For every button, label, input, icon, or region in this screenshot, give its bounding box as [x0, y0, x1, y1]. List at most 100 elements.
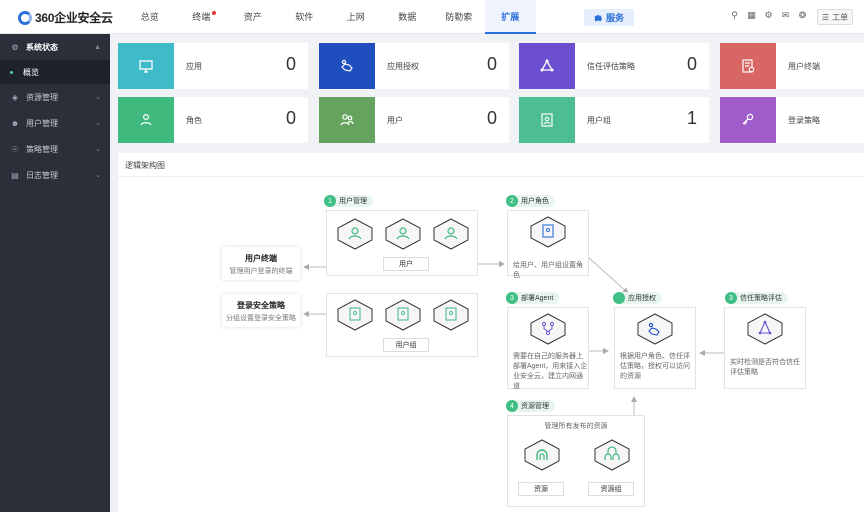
role-card-icon [530, 216, 566, 248]
active-dot [10, 70, 13, 74]
app-auth-desc: 根据用户角色、信任评估策略，授权可以访问的资源 [620, 353, 690, 380]
nav-terminal-label: 终端 [192, 12, 211, 22]
mail-icon[interactable]: ✉ [781, 10, 790, 20]
step-badge-user-management: 1 用户管理 [324, 195, 373, 207]
resource-group-icon[interactable] [592, 438, 632, 472]
card-users[interactable]: 用户 0 [319, 97, 509, 143]
step-number [613, 292, 625, 304]
top-bar: 360企业安全云 总览 终端 资产 软件 上网 数据 防勒索 扩展 服务 ⚲ ▦… [0, 0, 864, 34]
step-badge-resource: 4 资源管理 [506, 400, 555, 412]
step-number: 3 [725, 292, 737, 304]
resource-group-chip[interactable]: 资源组 [588, 482, 634, 496]
logo[interactable]: 360企业安全云 [18, 9, 113, 26]
card-user-terminals[interactable]: 用户终端 [720, 43, 864, 89]
app-auth-box[interactable]: 根据用户角色、信任评估策略，授权可以访问的资源 [614, 307, 696, 389]
ticket-button[interactable]: ☰ 工单 [817, 9, 853, 25]
nav-software[interactable]: 软件 [295, 12, 314, 22]
nav-assets[interactable]: 资产 [243, 12, 262, 22]
user-hex-group: 用户 [326, 210, 478, 276]
terminal-title: 用户终端 [245, 254, 277, 263]
user-role-desc: 给用户、用户组设置角色 [513, 262, 583, 279]
step-label: 部署Agent [521, 295, 554, 302]
card-login-policy[interactable]: 登录策略 [720, 97, 864, 143]
nav-data[interactable]: 数据 [398, 12, 417, 22]
terminal-box[interactable]: 用户终端 管理用户登录的终端 [222, 247, 300, 280]
ticket-icon: ☰ [821, 12, 830, 22]
login-policy-title: 登录安全策略 [237, 301, 285, 310]
card-roles[interactable]: 角色 0 [118, 97, 308, 143]
step-number: 2 [506, 195, 518, 207]
sidebar-item-policies[interactable]: ☉ 策略管理 ⌄ [0, 136, 110, 162]
hand-key-icon [319, 43, 375, 89]
sidebar-item-label: 日志管理 [26, 170, 58, 180]
sidebar-subitem-overview[interactable]: 概览 [0, 60, 110, 84]
card-app-auth[interactable]: 应用授权 0 [319, 43, 509, 89]
terminal-doc-icon [720, 43, 776, 89]
chevron-down-icon: ⌄ [95, 146, 101, 153]
card-trust-policy[interactable]: 信任评估策略 0 [519, 43, 709, 89]
triangle-nodes-icon [747, 313, 783, 345]
card-value: 0 [285, 108, 296, 128]
step-badge-trust: 3 信任策略评估 [725, 292, 788, 304]
grid-icon[interactable]: ▦ [747, 10, 756, 20]
user-icon[interactable] [335, 217, 375, 251]
step-label: 资源管理 [521, 403, 549, 410]
agent-desc: 需要在自己的服务器上部署Agent，用来接入企业安全云，建立内网通道 [513, 353, 588, 390]
card-user-groups[interactable]: 用户组 1 [519, 97, 709, 143]
trust-box[interactable]: 实时检测是否符合信任评估策略 [724, 307, 806, 389]
sidebar-item-resources[interactable]: ◈ 资源管理 ⌄ [0, 84, 110, 110]
users-icon [319, 97, 375, 143]
step-label: 应用授权 [628, 295, 656, 302]
step-number: 1 [324, 195, 336, 207]
nav-extensions[interactable]: 扩展 [484, 0, 536, 34]
service-button[interactable]: 服务 [584, 9, 634, 26]
card-value: 0 [486, 54, 497, 74]
search-icon[interactable]: ⚲ [731, 10, 738, 20]
card-apps[interactable]: 应用 0 [118, 43, 308, 89]
sidebar-item-system-status[interactable]: ⚙ 系统状态 ▲ [0, 34, 110, 60]
nav-overview[interactable]: 总览 [140, 12, 159, 22]
card-label: 用户组 [587, 116, 611, 125]
gear-icon: ⚙ [11, 42, 19, 52]
role-icon [118, 97, 174, 143]
nav-ransomware[interactable]: 防勒索 [445, 12, 473, 22]
nav-terminal[interactable]: 终端 [176, 0, 228, 34]
sidebar-item-label: 用户管理 [26, 118, 58, 128]
login-policy-subtitle: 分组设置登录安全策略 [226, 315, 296, 322]
resource-icon[interactable] [522, 438, 562, 472]
gear-icon[interactable]: ❂ [798, 10, 807, 20]
user-icon[interactable] [431, 217, 471, 251]
sidebar-item-label: 系统状态 [26, 42, 58, 52]
sidebar-item-users[interactable]: ☻ 用户管理 ⌄ [0, 110, 110, 136]
step-badge-agent: 3 部署Agent [506, 292, 560, 304]
user-group-icon[interactable] [383, 298, 423, 332]
card-label: 用户 [387, 116, 403, 125]
step-badge-app-auth: 应用授权 [613, 292, 662, 304]
card-label: 应用授权 [387, 62, 419, 71]
service-label: 服务 [605, 13, 624, 23]
settings-icon[interactable]: ⚙ [764, 10, 773, 20]
user-role-box[interactable]: 给用户、用户组设置角色 [507, 210, 589, 279]
resource-chip[interactable]: 资源 [518, 482, 564, 496]
step-label: 用户管理 [339, 198, 367, 205]
chevron-down-icon: ⌄ [95, 94, 101, 101]
step-badge-user-role: 2 用户角色 [506, 195, 555, 207]
users-chip[interactable]: 用户 [383, 257, 429, 271]
notification-dot [212, 11, 216, 15]
agent-box[interactable]: 需要在自己的服务器上部署Agent，用来接入企业安全云，建立内网通道 [507, 307, 589, 390]
panel-title: 逻辑架构图 [125, 161, 165, 170]
user-groups-chip[interactable]: 用户组 [383, 338, 429, 352]
login-policy-box[interactable]: 登录安全策略 分组设置登录安全策略 [222, 294, 300, 327]
card-label: 信任评估策略 [587, 62, 635, 71]
nav-internet[interactable]: 上网 [346, 12, 365, 22]
card-value: 0 [686, 54, 697, 74]
sidebar-item-logs[interactable]: ▤ 日志管理 ⌄ [0, 162, 110, 188]
sidebar: ⚙ 系统状态 ▲ 概览 ◈ 资源管理 ⌄ ☻ 用户管理 ⌄ ☉ 策略管理 ⌄ ▤… [0, 34, 110, 512]
user-icon[interactable] [383, 217, 423, 251]
layers-icon: ◈ [11, 92, 19, 102]
user-group-icon[interactable] [431, 298, 471, 332]
step-number: 4 [506, 400, 518, 412]
user-group-icon[interactable] [335, 298, 375, 332]
top-icons: ⚲ ▦ ⚙ ✉ ❂ [730, 11, 807, 20]
main-nav: 总览 终端 资产 软件 上网 数据 防勒索 扩展 [124, 0, 536, 34]
